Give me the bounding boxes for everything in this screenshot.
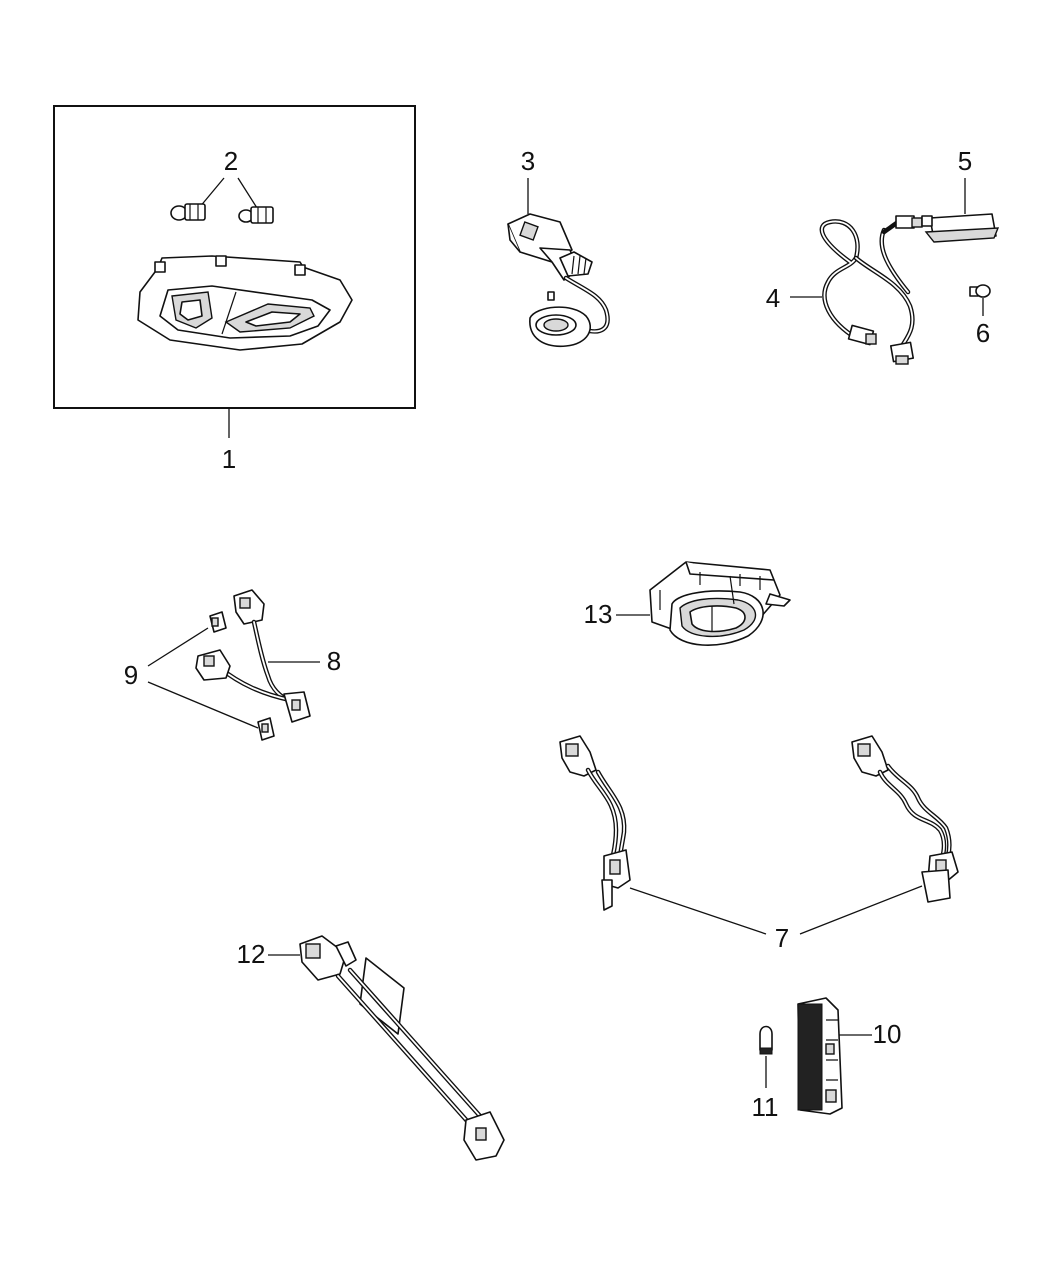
part-8-9: 8 9 (124, 589, 341, 741)
part-6: 6 (969, 284, 991, 348)
callout-3: 3 (521, 146, 535, 176)
callout-10: 10 (873, 1019, 902, 1049)
console-lamp (137, 255, 353, 351)
part-4: 4 (766, 215, 923, 365)
callout-12: 12 (237, 939, 266, 969)
part-3: 3 (507, 146, 610, 347)
part-5: 5 (921, 146, 1000, 243)
callout-7: 7 (775, 923, 789, 953)
callout-2: 2 (224, 146, 238, 176)
part-12: 12 (237, 935, 505, 1161)
part-7: 7 (559, 735, 959, 953)
bulb-right (238, 206, 274, 224)
part-13: 13 (584, 561, 791, 646)
callout-9: 9 (124, 660, 138, 690)
callout-6: 6 (976, 318, 990, 348)
callout-1: 1 (222, 444, 236, 474)
callout-8: 8 (327, 646, 341, 676)
callout-5: 5 (958, 146, 972, 176)
callout-11: 11 (752, 1092, 779, 1122)
part-1-group: 1 2 (53, 105, 416, 474)
part-10-11: 10 11 (752, 997, 902, 1122)
bulb-left (170, 203, 206, 221)
callout-4: 4 (766, 283, 780, 313)
callout-13: 13 (584, 599, 613, 629)
